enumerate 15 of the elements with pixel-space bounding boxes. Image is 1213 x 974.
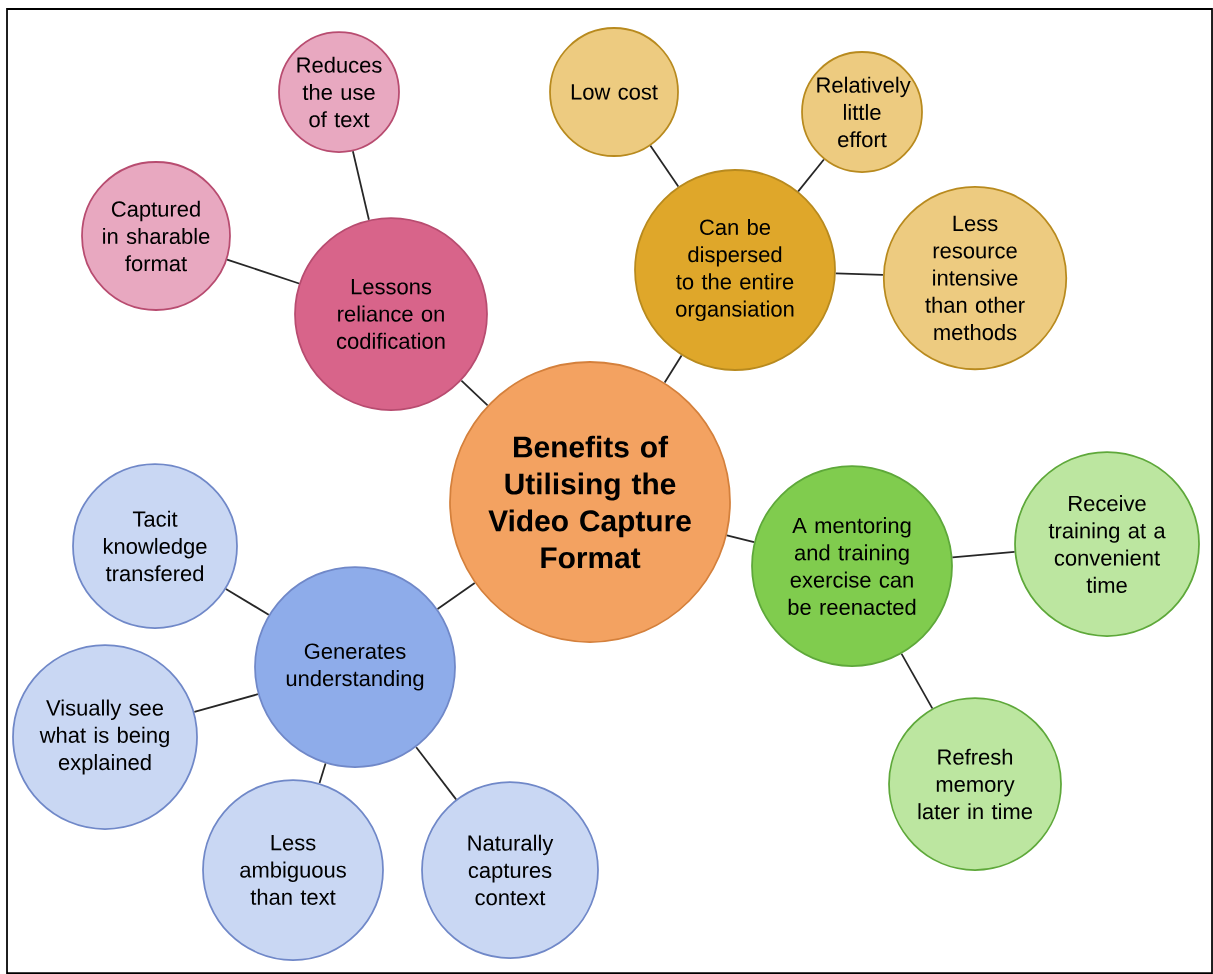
connector-line [663,354,683,384]
connector-line [649,144,680,188]
connector-line [226,258,300,285]
connector-line [193,693,259,713]
connector-line [900,653,934,710]
connector-line [726,534,755,543]
connector-line [460,379,489,407]
connector-line [352,150,370,221]
connector-line [318,762,327,784]
connector-line [797,158,825,193]
connector-line [436,582,476,610]
connector-line [225,588,270,616]
connector-line [834,272,884,276]
connector-line [951,551,1016,559]
connector-line [415,746,457,801]
